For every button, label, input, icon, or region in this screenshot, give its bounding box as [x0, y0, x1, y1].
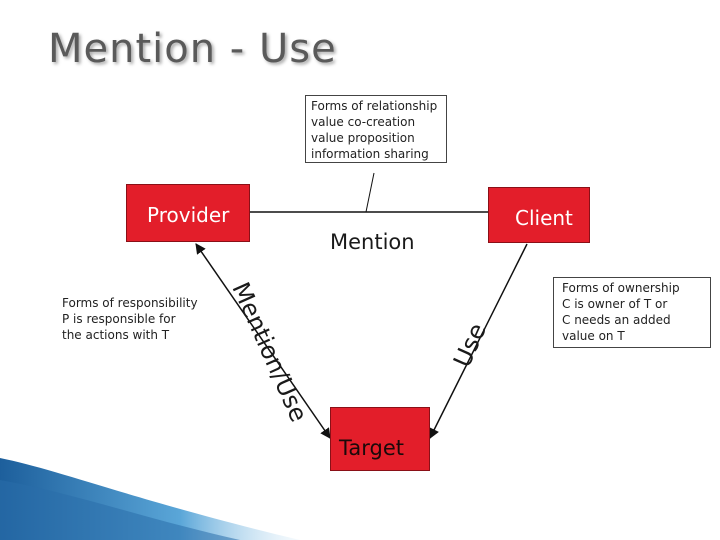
note-line: C is owner of T or: [562, 297, 668, 311]
connector-relationship-note: [365, 172, 375, 213]
note-line: C needs an added: [562, 313, 671, 327]
ownership-note: Forms of ownership C is owner of T or C …: [553, 277, 711, 348]
provider-node: Provider: [126, 184, 250, 242]
slide-title: Mention - Use: [48, 26, 337, 72]
note-line: Forms of ownership: [562, 281, 680, 295]
note-line: the actions with T: [62, 328, 170, 342]
relationship-note: Forms of relationship value co-creation …: [305, 95, 447, 163]
edge-label-mention: Mention: [330, 230, 415, 254]
note-line: value proposition: [311, 131, 415, 145]
note-line: information sharing: [311, 147, 429, 161]
client-node: Client: [488, 187, 590, 243]
note-line: P is responsible for: [62, 312, 176, 326]
note-line: value on T: [562, 329, 625, 343]
target-node: Target: [330, 407, 430, 471]
responsibility-note: Forms of responsibility P is responsible…: [58, 295, 208, 353]
decorative-swoosh: [0, 458, 300, 540]
note-line: Forms of responsibility: [62, 296, 198, 310]
note-line: value co-creation: [311, 115, 416, 129]
edge-provider-target: [195, 243, 331, 439]
edge-client-target: [429, 243, 528, 439]
note-line: Forms of relationship: [311, 99, 438, 113]
